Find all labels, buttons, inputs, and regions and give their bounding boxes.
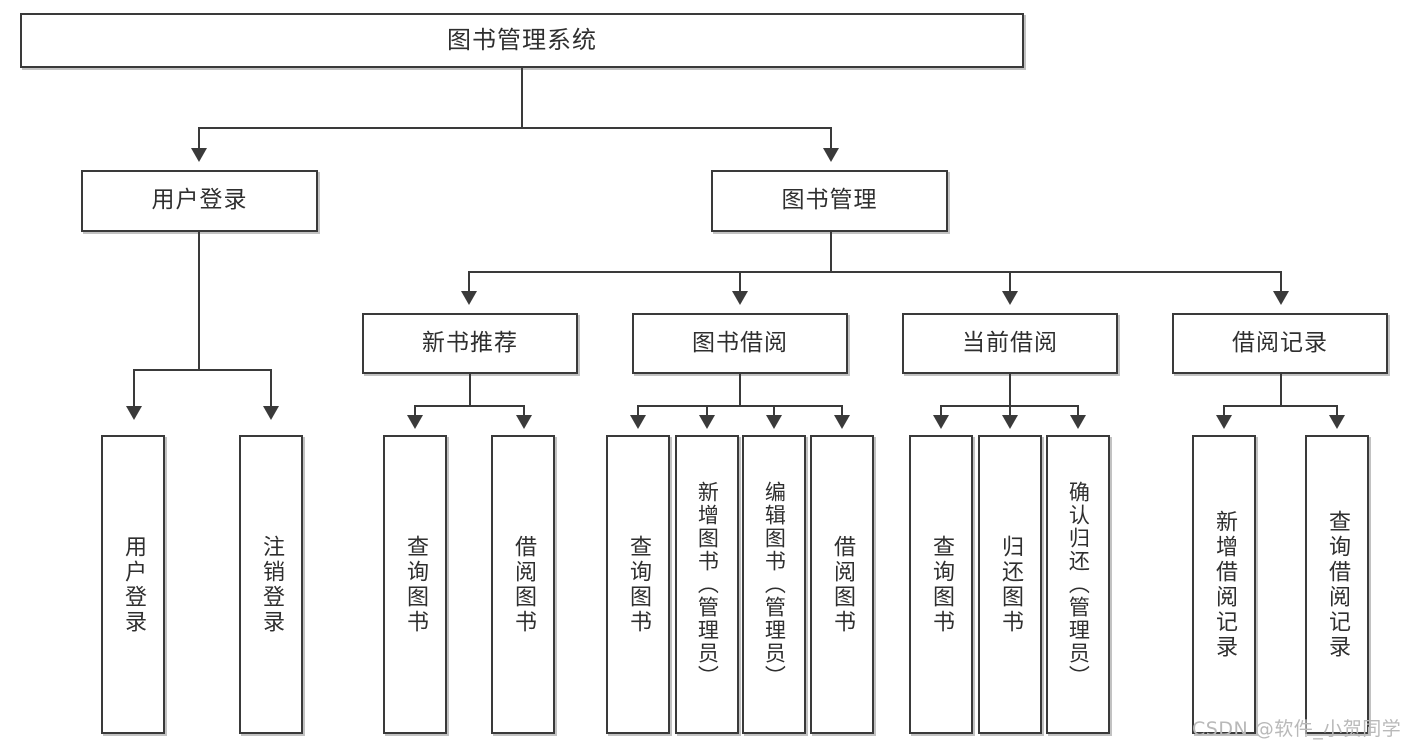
connector-current-borrow-leaf1 <box>940 405 942 417</box>
arrowhead-book-borrow-leaf1 <box>630 415 646 429</box>
connector-current-borrow-leaf3 <box>1077 405 1079 417</box>
arrowhead-current-borrow-leaf2 <box>1002 415 1018 429</box>
arrowhead-book-borrow-leaf4 <box>834 415 850 429</box>
node-book-manage[interactable]: 图书管理 <box>711 170 948 232</box>
node-label: 新增借阅记录 <box>1211 509 1237 660</box>
connector-user-login-trunk <box>198 232 200 370</box>
node-new-book-recommend[interactable]: 新书推荐 <box>362 313 578 374</box>
node-label: 借阅记录 <box>1232 329 1328 356</box>
connector-borrow-record-leaf1 <box>1223 405 1225 417</box>
connector-book-borrow-leaf1 <box>637 405 639 417</box>
connector-to-current-borrow <box>1009 271 1011 293</box>
connector-user-login-bar <box>133 369 272 371</box>
connector-book-borrow-leaf4 <box>841 405 843 417</box>
node-label: 查询图书 <box>402 534 428 635</box>
node-root-system[interactable]: 图书管理系统 <box>20 13 1024 68</box>
connector-to-book-manage <box>830 127 832 150</box>
connector-to-book-borrow <box>739 271 741 293</box>
arrowhead-borrow-record-leaf2 <box>1329 415 1345 429</box>
connector-level2-bar <box>198 127 832 129</box>
leaf-add-book-admin[interactable]: 新增图书（管理员） <box>675 435 739 734</box>
connector-to-new-book <box>468 271 470 293</box>
arrowhead-book-borrow-leaf3 <box>766 415 782 429</box>
arrowhead-new-book-leaf1 <box>407 415 423 429</box>
arrowhead-leaf-user-login <box>126 406 142 420</box>
connector-to-borrow-record <box>1280 271 1282 293</box>
arrowhead-borrow-record-leaf1 <box>1216 415 1232 429</box>
node-label: 查询借阅记录 <box>1324 509 1350 660</box>
node-label: 用户登录 <box>151 187 248 214</box>
leaf-confirm-return-admin[interactable]: 确认归还（管理员） <box>1046 435 1110 734</box>
connector-book-borrow-bar <box>637 405 843 407</box>
node-label: 借阅图书 <box>829 534 855 635</box>
node-label: 注销登录 <box>258 534 284 635</box>
arrowhead-current-borrow-leaf1 <box>933 415 949 429</box>
node-current-borrow[interactable]: 当前借阅 <box>902 313 1118 374</box>
arrowhead-book-manage <box>823 148 839 162</box>
connector-user-login-leaf2 <box>270 369 272 408</box>
connector-borrow-record-trunk <box>1280 374 1282 406</box>
arrowhead-new-book-leaf2 <box>516 415 532 429</box>
connector-book-manage-trunk <box>830 232 832 272</box>
node-label: 新增图书（管理员） <box>695 481 720 688</box>
watermark-text: CSDN @软件_小贺同学 <box>1192 718 1402 740</box>
arrowhead-new-book <box>461 291 477 305</box>
node-user-login[interactable]: 用户登录 <box>81 170 318 232</box>
connector-new-book-trunk <box>469 374 471 406</box>
node-label: 确认归还（管理员） <box>1066 481 1091 688</box>
connector-borrow-record-bar <box>1223 405 1338 407</box>
leaf-add-borrow-record[interactable]: 新增借阅记录 <box>1192 435 1256 734</box>
connector-user-login-leaf1 <box>133 369 135 408</box>
leaf-borrow-query-book[interactable]: 查询图书 <box>606 435 670 734</box>
leaf-edit-book-admin[interactable]: 编辑图书（管理员） <box>742 435 806 734</box>
arrowhead-book-borrow <box>732 291 748 305</box>
connector-new-book-leaf2 <box>523 405 525 417</box>
leaf-current-query-book[interactable]: 查询图书 <box>909 435 973 734</box>
connector-book-borrow-trunk <box>739 374 741 406</box>
arrowhead-book-borrow-leaf2 <box>699 415 715 429</box>
leaf-new-book-query[interactable]: 查询图书 <box>383 435 447 734</box>
connector-level3-bar <box>468 271 1282 273</box>
node-label: 图书借阅 <box>692 329 788 356</box>
node-label: 新书推荐 <box>422 329 518 356</box>
connector-borrow-record-leaf2 <box>1336 405 1338 417</box>
leaf-new-book-borrow[interactable]: 借阅图书 <box>491 435 555 734</box>
leaf-return-book[interactable]: 归还图书 <box>978 435 1042 734</box>
arrowhead-user-login <box>191 148 207 162</box>
node-label: 当前借阅 <box>962 329 1058 356</box>
arrowhead-current-borrow-leaf3 <box>1070 415 1086 429</box>
node-borrow-record[interactable]: 借阅记录 <box>1172 313 1388 374</box>
connector-current-borrow-trunk <box>1009 374 1011 406</box>
node-label: 查询图书 <box>625 534 651 635</box>
node-label: 借阅图书 <box>510 534 536 635</box>
connector-new-book-bar <box>414 405 525 407</box>
connector-to-user-login <box>198 127 200 150</box>
arrowhead-current-borrow <box>1002 291 1018 305</box>
leaf-query-borrow-record[interactable]: 查询借阅记录 <box>1305 435 1369 734</box>
connector-book-borrow-leaf3 <box>773 405 775 417</box>
node-book-borrow[interactable]: 图书借阅 <box>632 313 848 374</box>
arrowhead-leaf-logout <box>263 406 279 420</box>
leaf-logout[interactable]: 注销登录 <box>239 435 303 734</box>
node-label: 图书管理系统 <box>447 26 597 55</box>
node-label: 编辑图书（管理员） <box>762 481 787 688</box>
arrowhead-borrow-record <box>1273 291 1289 305</box>
leaf-borrow-book[interactable]: 借阅图书 <box>810 435 874 734</box>
connector-root-trunk <box>521 68 523 128</box>
node-label: 用户登录 <box>120 534 146 635</box>
leaf-user-login[interactable]: 用户登录 <box>101 435 165 734</box>
node-label: 查询图书 <box>928 534 954 635</box>
connector-book-borrow-leaf2 <box>706 405 708 417</box>
node-label: 图书管理 <box>781 187 878 214</box>
connector-current-borrow-leaf2 <box>1009 405 1011 417</box>
connector-new-book-leaf1 <box>414 405 416 417</box>
node-label: 归还图书 <box>997 534 1023 635</box>
